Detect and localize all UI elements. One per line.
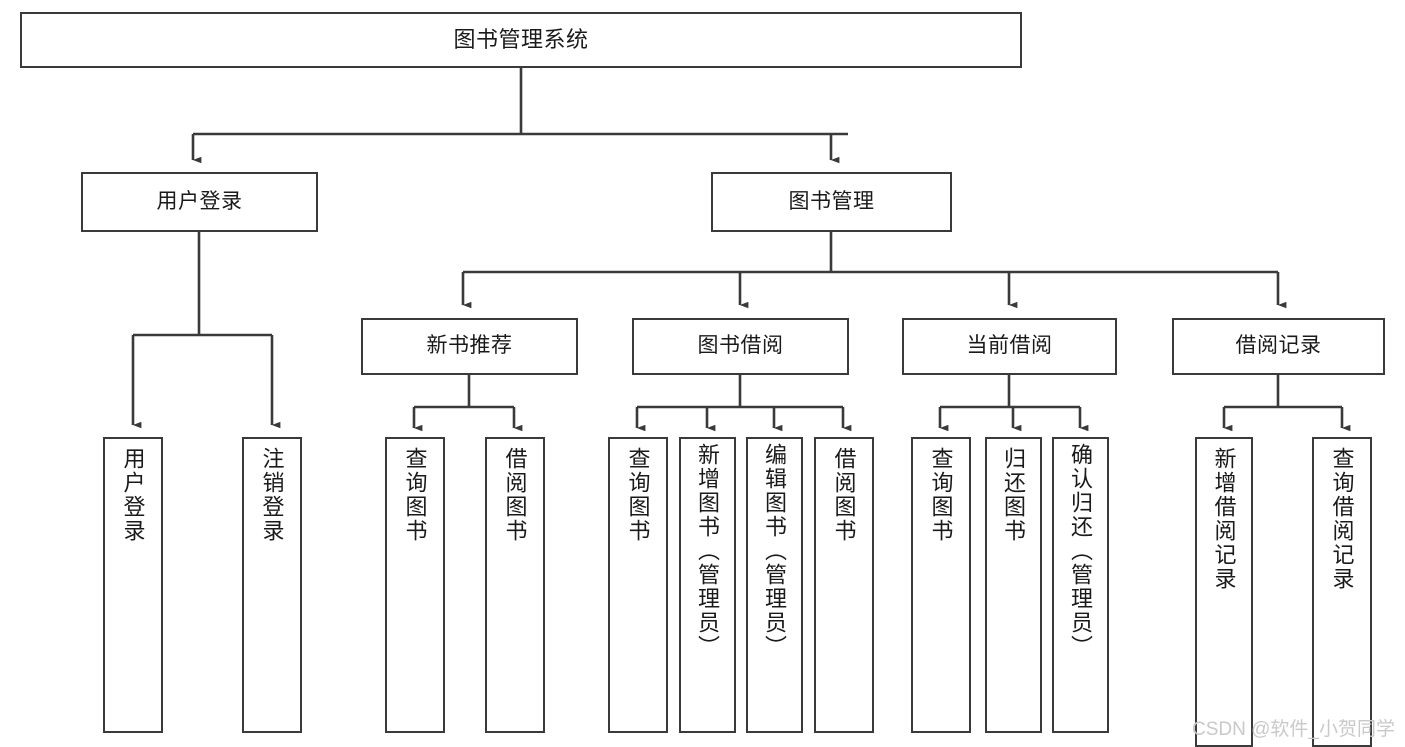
- node-label: 图书管理: [788, 189, 875, 213]
- node-borrowing-record[interactable]: 借阅记录: [1172, 318, 1385, 375]
- node-label: 借阅图书: [831, 447, 857, 543]
- node-current-borrowing[interactable]: 当前借阅: [902, 318, 1117, 375]
- leaf-query-book-3[interactable]: 查询图书: [911, 437, 971, 733]
- node-book-management[interactable]: 图书管理: [711, 172, 952, 232]
- node-label: 新增借阅记录: [1211, 447, 1237, 591]
- leaf-return-book[interactable]: 归还图书: [985, 437, 1042, 733]
- leaf-borrow-book-1[interactable]: 借阅图书: [485, 437, 545, 733]
- node-label: 图书管理系统: [453, 27, 589, 53]
- node-label: 确认归还（管理员）: [1068, 443, 1094, 659]
- leaf-query-book-2[interactable]: 查询图书: [608, 437, 668, 733]
- leaf-confirm-return-admin[interactable]: 确认归还（管理员）: [1052, 437, 1109, 733]
- leaf-add-book-admin[interactable]: 新增图书（管理员）: [679, 437, 736, 733]
- leaf-query-book-1[interactable]: 查询图书: [385, 437, 445, 733]
- leaf-user-login[interactable]: 用户登录: [103, 437, 163, 733]
- node-label: 注销登录: [259, 447, 285, 543]
- leaf-query-borrowing-record[interactable]: 查询借阅记录: [1312, 437, 1372, 747]
- node-new-book-recommendation[interactable]: 新书推荐: [361, 318, 578, 375]
- node-label: 编辑图书（管理员）: [762, 443, 788, 659]
- leaf-add-borrowing-record[interactable]: 新增借阅记录: [1195, 437, 1253, 747]
- leaf-user-logout[interactable]: 注销登录: [242, 437, 302, 733]
- node-label: 用户登录: [156, 189, 243, 213]
- node-label: 图书借阅: [697, 334, 784, 358]
- csdn-watermark: CSDN @软件_小贺同学: [1192, 719, 1395, 740]
- node-label: 查询借阅记录: [1329, 447, 1355, 591]
- node-label: 归还图书: [1001, 447, 1027, 543]
- node-label: 新增图书（管理员）: [695, 443, 721, 659]
- node-label: 新书推荐: [426, 334, 513, 358]
- node-label: 查询图书: [625, 447, 651, 543]
- node-book-management-system[interactable]: 图书管理系统: [20, 12, 1022, 68]
- leaf-borrow-book-2[interactable]: 借阅图书: [814, 437, 874, 733]
- node-label: 查询图书: [928, 447, 954, 543]
- node-label: 当前借阅: [966, 334, 1053, 358]
- node-book-borrowing[interactable]: 图书借阅: [632, 318, 849, 375]
- node-label: 查询图书: [402, 447, 428, 543]
- node-label: 用户登录: [120, 447, 146, 543]
- leaf-edit-book-admin[interactable]: 编辑图书（管理员）: [746, 437, 803, 733]
- node-label: 借阅记录: [1235, 334, 1322, 358]
- node-label: 借阅图书: [502, 447, 528, 543]
- node-user-login[interactable]: 用户登录: [81, 172, 318, 232]
